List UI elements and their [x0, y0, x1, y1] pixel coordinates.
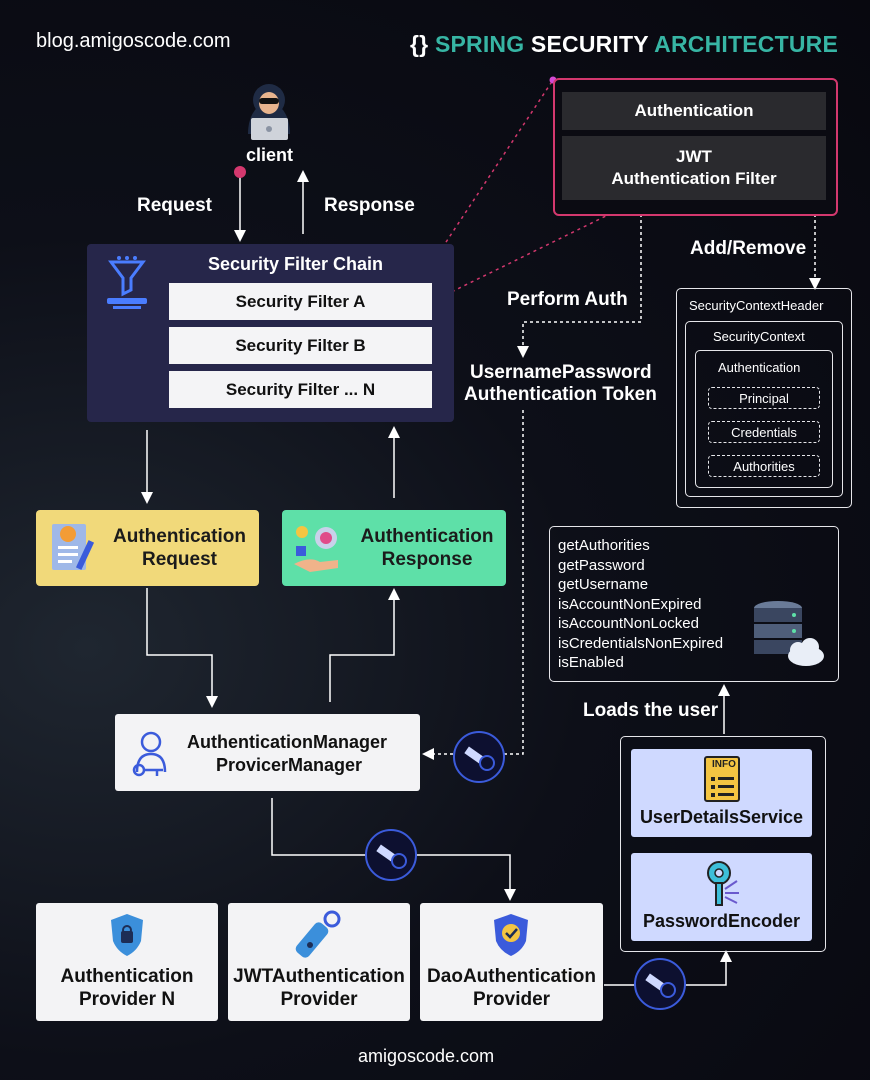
badge-shield-icon: [490, 911, 532, 959]
principal-field: Principal: [708, 387, 820, 409]
method-item: isCredentialsNonExpired: [558, 634, 724, 652]
funnel-icon: [105, 256, 149, 310]
request-label: Request: [137, 195, 212, 216]
authorities-field: Authorities: [708, 455, 820, 477]
authentication-object: Authentication Principal Credentials Aut…: [695, 350, 833, 488]
method-item: getAuthorities: [558, 537, 650, 554]
manager-line2: ProvicerManager: [216, 755, 363, 775]
dao-provider-text: DaoAuthentication Provider: [420, 965, 603, 1011]
auth-request-text: Authentication Request: [100, 525, 259, 571]
credentials-field: Credentials: [708, 421, 820, 443]
method-item: getUsername: [558, 576, 649, 593]
method-item: isAccountNonExpired: [558, 595, 702, 613]
dao-provider-line1: DaoAuthentication: [427, 966, 596, 987]
authentication-response[interactable]: Authentication Response: [282, 510, 506, 586]
security-context-header: SecurityContextHeader SecurityContext Au…: [676, 288, 852, 508]
password-encoder[interactable]: PasswordEncoder: [631, 853, 812, 941]
info-document-icon: INFO: [703, 755, 741, 803]
method-item: getPassword: [558, 556, 645, 574]
site-url[interactable]: blog.amigoscode.com: [36, 30, 231, 52]
title-spring: SPRING: [434, 31, 525, 57]
token-label-line2: Authentication Token: [464, 384, 657, 405]
token-fingerprint-icon: [634, 958, 686, 1010]
security-context: SecurityContext Authentication Principal…: [685, 321, 843, 497]
manager-line1: AuthenticationManager: [187, 732, 388, 752]
hacker-icon: [242, 78, 297, 143]
jwt-authentication-provider[interactable]: JWTAuthentication Provider: [228, 903, 410, 1021]
token-fingerprint-icon: [453, 731, 505, 783]
jwt-provider-line2: Provider: [280, 989, 358, 1010]
user-details-methods: getAuthorities getPassword getUsername i…: [558, 536, 723, 673]
security-filter-b[interactable]: Security Filter B: [169, 327, 432, 364]
shield-lock-icon: [107, 911, 147, 959]
jwt-authentication-filter-cell[interactable]: JWT Authentication Filter: [562, 136, 826, 200]
database-cloud-icon: [752, 600, 824, 668]
context-header-label: SecurityContextHeader: [689, 298, 824, 313]
jwt-provider-text: JWTAuthentication Provider: [228, 965, 410, 1011]
brace-icon: {}: [410, 31, 429, 57]
method-item: isAccountNonLocked: [558, 615, 699, 632]
authentication-manager[interactable]: AuthenticationManager ProvicerManager: [115, 714, 420, 791]
security-context-label: SecurityContext: [713, 329, 805, 344]
auth-response-line2: Response: [381, 549, 473, 570]
auth-response-line1: Authentication: [360, 526, 494, 547]
response-label: Response: [324, 195, 415, 216]
page-title: {} SPRING SECURITY ARCHITECTURE: [410, 31, 838, 58]
user-details-service-label: UserDetailsService: [639, 807, 804, 827]
jwt-provider-line1: JWTAuthentication: [233, 966, 405, 987]
provider-n-text: Authentication Provider N: [36, 965, 218, 1011]
title-architecture: ARCHITECTURE: [654, 31, 838, 57]
client-label: client: [246, 145, 294, 165]
auth-response-text: Authentication Response: [348, 525, 506, 571]
authentication-provider-n[interactable]: Authentication Provider N: [36, 903, 218, 1021]
provider-n-line2: Provider N: [78, 989, 176, 1010]
security-filter-n[interactable]: Security Filter ... N: [169, 371, 432, 408]
provider-n-line1: Authentication: [60, 966, 194, 987]
footer-url[interactable]: amigoscode.com: [358, 1046, 495, 1066]
question-document-icon: [46, 520, 96, 576]
jwt-filter-panel: Authentication JWT Authentication Filter: [553, 78, 838, 216]
title-security: SECURITY: [530, 31, 649, 57]
user-details-service[interactable]: INFO UserDetailsService: [631, 749, 812, 837]
token-label-line1: UsernamePassword: [470, 362, 652, 383]
password-encoder-label: PasswordEncoder: [642, 911, 801, 931]
filter-chain-title: Security Filter Chain: [208, 254, 384, 274]
info-tag: INFO: [712, 759, 736, 770]
perform-auth-label: Perform Auth: [507, 289, 628, 310]
gear-hand-icon: [290, 520, 346, 576]
dao-authentication-provider[interactable]: DaoAuthentication Provider: [420, 903, 603, 1021]
dao-provider-line2: Provider: [472, 989, 551, 1010]
method-item: isEnabled: [558, 654, 624, 671]
usb-key-icon: [294, 909, 344, 961]
authentication-object-label: Authentication: [718, 360, 801, 375]
security-filter-a[interactable]: Security Filter A: [169, 283, 432, 320]
auth-request-line1: Authentication: [113, 526, 246, 547]
token-fingerprint-icon: [365, 829, 417, 881]
key-icon: [703, 859, 745, 907]
auth-request-line2: Request: [142, 549, 217, 570]
authentication-cell: Authentication: [562, 92, 826, 130]
security-filter-chain: Security Filter Chain Security Filter A …: [87, 244, 454, 422]
services-panel: [620, 736, 826, 952]
loads-user-label: Loads the user: [583, 700, 719, 721]
authentication-request[interactable]: Authentication Request: [36, 510, 259, 586]
user-key-icon: [131, 730, 171, 778]
user-details-panel: [549, 526, 839, 682]
add-remove-label: Add/Remove: [690, 238, 807, 259]
